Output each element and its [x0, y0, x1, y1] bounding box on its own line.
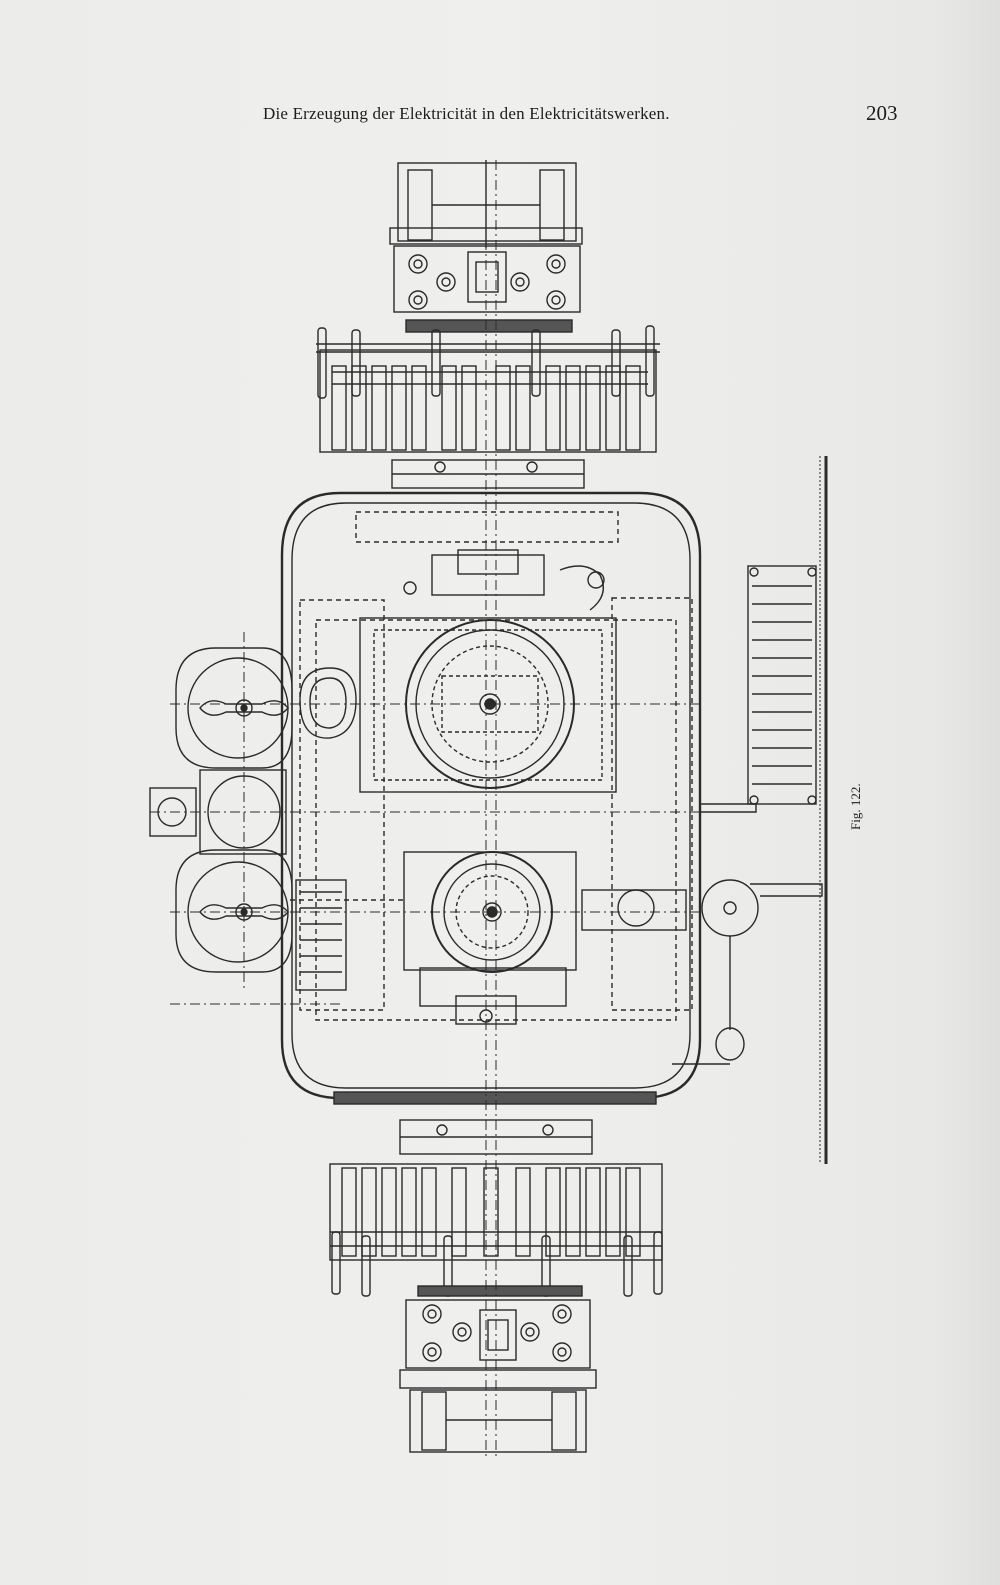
- running-head: Die Erzeugung der Elektricität in den El…: [263, 104, 670, 123]
- left-cylinders: [149, 647, 293, 973]
- right-equipment: [672, 456, 828, 1164]
- figure-caption: Fig. 122.: [848, 783, 863, 830]
- top-brush-gear: [316, 325, 660, 489]
- top-pedestal: [389, 160, 583, 333]
- page-number: 203: [866, 101, 898, 125]
- upper-generator: [299, 549, 617, 793]
- center-lines: [150, 160, 700, 1460]
- lower-engine: [290, 851, 687, 1025]
- bottom-pedestal: [399, 1299, 597, 1453]
- page-edge-shadow: [930, 0, 1000, 1585]
